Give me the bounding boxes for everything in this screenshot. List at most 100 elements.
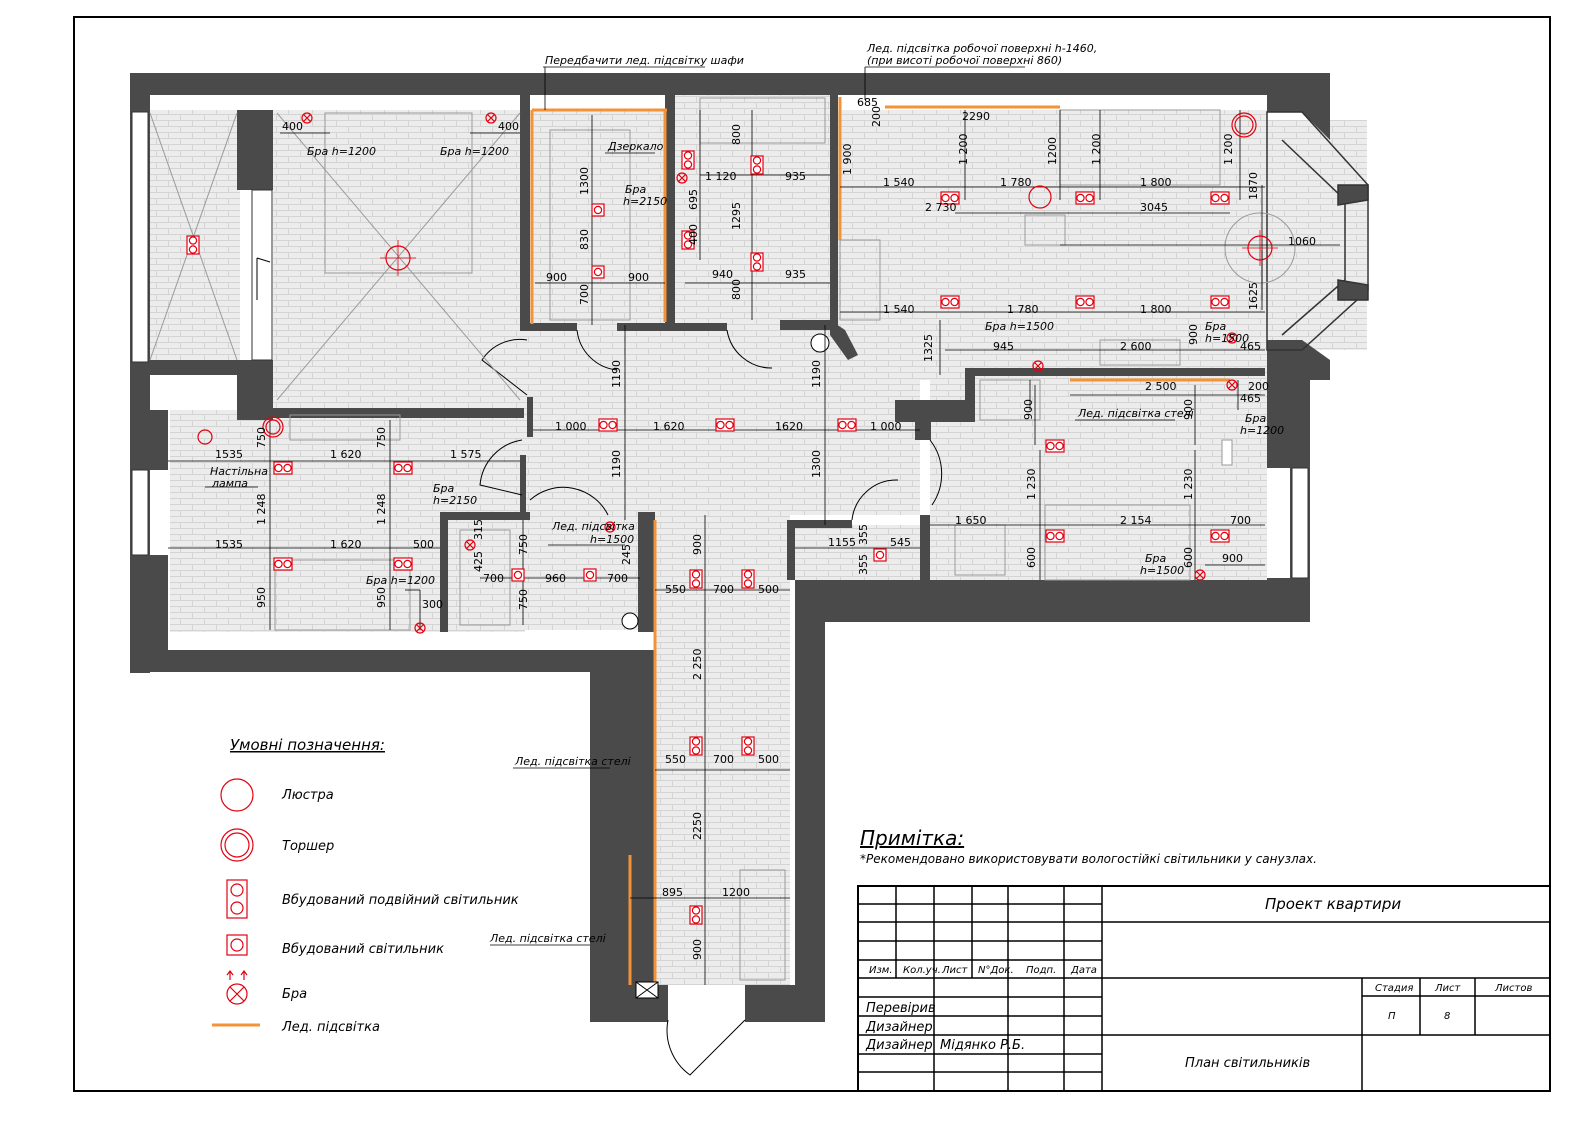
sconce-label: h=1500 xyxy=(1140,564,1184,577)
dimension: 685 xyxy=(857,96,878,109)
dimension: 1870 xyxy=(1247,172,1260,200)
dimension: 1 780 xyxy=(1000,176,1032,189)
dimension: 750 xyxy=(517,589,530,610)
dimension: 1155 xyxy=(828,536,856,549)
dimension: 700 xyxy=(713,753,734,766)
dimension: 500 xyxy=(413,538,434,551)
sheets-label: Листов xyxy=(1494,983,1532,994)
dimension: 1 200 xyxy=(957,134,970,166)
doors xyxy=(256,257,943,1076)
dimension: 830 xyxy=(578,229,591,250)
note-title: Примітка: xyxy=(860,826,964,850)
dimension: 1295 xyxy=(730,202,743,230)
callout-mirror: Дзеркало xyxy=(607,140,664,153)
callouts: Передбачити лед. підсвітку шафи Лед. під… xyxy=(210,42,1284,945)
floor-plan xyxy=(130,73,1369,1076)
led-strips xyxy=(530,97,1230,985)
sconce-label: Бра xyxy=(1205,320,1227,333)
dimension: 750 xyxy=(517,534,530,555)
sheet-label: Лист xyxy=(1434,983,1462,994)
dimension: 1300 xyxy=(810,450,823,478)
dimension-labels: 400 400 900 900 1 120 935 940 935 685 22… xyxy=(215,96,1316,960)
dimension: 1620 xyxy=(775,420,803,433)
dimension: 1 230 xyxy=(1182,469,1195,501)
legend-label-downlight: Вбудований світильник xyxy=(282,942,444,957)
sconce-label: Бра xyxy=(1245,412,1267,425)
dimension: 1 780 xyxy=(1007,303,1039,316)
designer-name: Мідянко Р.Б. xyxy=(940,1038,1025,1053)
dimension: 895 xyxy=(662,886,683,899)
dimension: 1625 xyxy=(1247,282,1260,310)
legend-label-led-strip: Лед. підсвітка xyxy=(281,1020,380,1035)
sconce-label: h=2150 xyxy=(433,494,477,507)
callout-worktop-led-line1: Лед. підсвітка робочої поверхні h-1460, xyxy=(866,42,1097,55)
sconce-label: h=2150 xyxy=(623,195,667,208)
dimension: 1 248 xyxy=(375,494,388,526)
callout-worktop-led-line2: (при висоті робочої поверхні 860) xyxy=(867,54,1062,67)
furniture xyxy=(149,97,1296,981)
floor-lamp-icon xyxy=(262,112,1257,438)
dimension: 700 xyxy=(607,572,628,585)
dimension: 1 620 xyxy=(330,538,362,551)
dimension: 1 620 xyxy=(653,420,685,433)
dimension: 945 xyxy=(993,340,1014,353)
sconce-label: Бра xyxy=(433,482,455,495)
legend-label-double-downlight: Вбудований подвійний світильник xyxy=(282,893,519,908)
dimension: 500 xyxy=(758,583,779,596)
note: Примітка: *Рекомендовано використовувати… xyxy=(860,826,1317,866)
downlight-icon xyxy=(226,934,248,956)
dimension: 1200 xyxy=(722,886,750,899)
callout-led-hall-bath-2: h=1500 xyxy=(590,533,634,546)
dimension: 900 xyxy=(691,939,704,960)
dimension: 465 xyxy=(1240,392,1261,405)
dimension: 245 xyxy=(620,544,633,565)
callout-table-lamp-1: Настільна xyxy=(210,465,268,478)
sconce-label: h=1500 xyxy=(1205,332,1249,345)
dimension: 1 120 xyxy=(705,170,737,183)
dimension: 1325 xyxy=(922,334,935,362)
dimension: 1 620 xyxy=(330,448,362,461)
dimension: 355 xyxy=(857,524,870,545)
legend-label-chandelier: Люстра xyxy=(281,788,334,803)
dimension: 545 xyxy=(890,536,911,549)
dimension: 2 600 xyxy=(1120,340,1152,353)
project-title: Проект квартири xyxy=(1265,895,1401,913)
light-fixtures xyxy=(186,112,1278,925)
role-designer: Дизайнер xyxy=(865,1038,933,1053)
dimension: 1 575 xyxy=(450,448,482,461)
chandelier-icon xyxy=(220,778,254,812)
dimension: 960 xyxy=(545,572,566,585)
sconce-label: h=1200 xyxy=(1240,424,1284,437)
dimension: 1535 xyxy=(215,538,243,551)
dimension: 200 xyxy=(870,106,883,127)
dimension: 2250 xyxy=(691,812,704,840)
dimension: 1190 xyxy=(610,450,623,478)
legend-title: Умовні позначення: xyxy=(230,736,385,754)
callout-ceiling-led-corridor-1: Лед. підсвітка стелі xyxy=(514,755,631,768)
dimension: 1 540 xyxy=(883,303,915,316)
dimension: 1 800 xyxy=(1140,176,1172,189)
dimension: 900 xyxy=(1022,399,1035,420)
floor-lamp-icon xyxy=(220,828,254,862)
dimension: 1 200 xyxy=(1222,134,1235,166)
dimension: 900 xyxy=(1182,399,1195,420)
dimension: 300 xyxy=(422,598,443,611)
dimension: 315 xyxy=(472,519,485,540)
dimension: 1 000 xyxy=(555,420,587,433)
col-header: Лист xyxy=(941,965,969,976)
sconce-label: Бра xyxy=(1145,552,1167,565)
dimension: 935 xyxy=(785,268,806,281)
sconce-label: Бра h=1200 xyxy=(440,145,509,158)
dimension: 500 xyxy=(758,753,779,766)
dimension: 2 500 xyxy=(1145,380,1177,393)
sconce-label: Бра h=1200 xyxy=(366,574,435,587)
windows xyxy=(131,111,1309,579)
sheet-frame xyxy=(73,16,1551,1092)
title-block: Проект квартири Изм. Кол.уч. Лист N°Док.… xyxy=(857,885,1551,1092)
callout-led-hall-bath-1: Лед. підсвітка xyxy=(551,520,635,533)
callout-wardrobe-led: Передбачити лед. підсвітку шафи xyxy=(545,54,744,67)
dimension: 950 xyxy=(255,587,268,608)
sconce-icon xyxy=(226,970,248,1005)
stage-label: Стадия xyxy=(1375,983,1413,994)
